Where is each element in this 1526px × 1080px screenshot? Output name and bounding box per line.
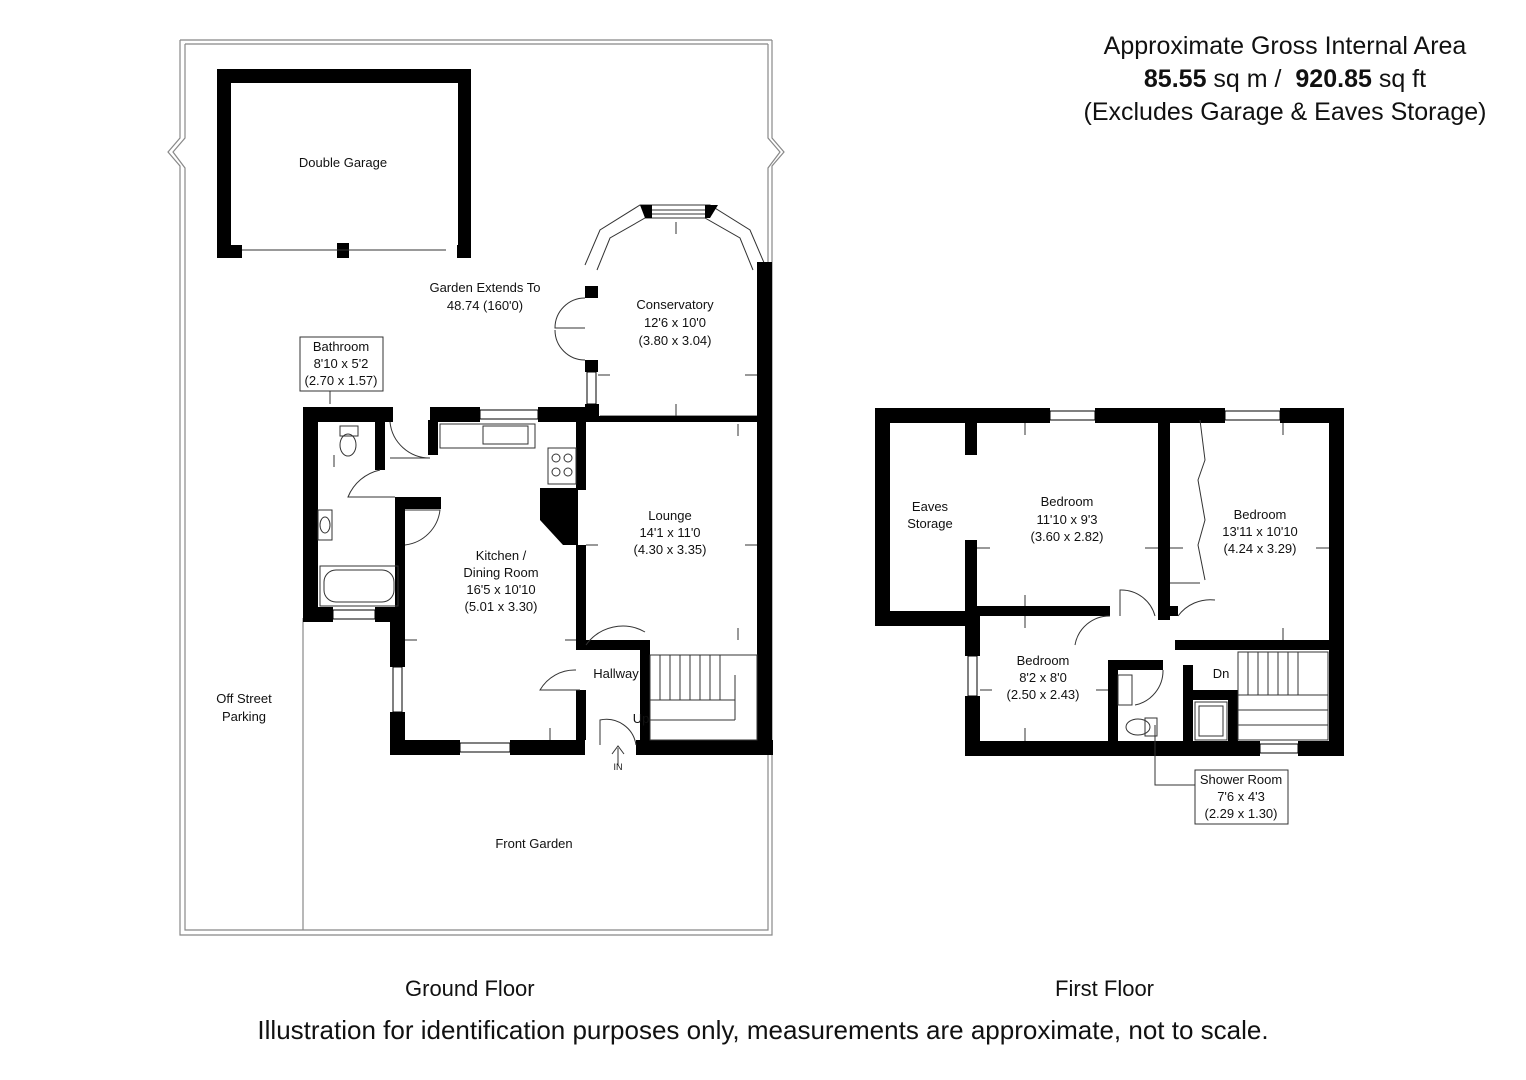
house-walls (303, 262, 773, 755)
label-lounge-imperial: 14'1 x 11'0 (639, 525, 700, 540)
label-conservatory-metric: (3.80 x 3.04) (639, 333, 712, 348)
area-sqft-unit: sq ft (1378, 65, 1427, 93)
label-shower-room-metric: (2.29 x 1.30) (1205, 806, 1278, 821)
area-title: Approximate Gross Internal Area (1103, 32, 1467, 60)
label-shower-room-imperial: 7'6 x 4'3 (1217, 789, 1265, 804)
label-bedroom-3-metric: (2.50 x 2.43) (1007, 687, 1080, 702)
area-sqm-value: 85.55 (1143, 65, 1207, 93)
area-sqft-value: 920.85 (1295, 65, 1372, 93)
room-labels: Double Garage Garden Extends To 48.74 (1… (216, 155, 1297, 851)
ground-floor-title: Ground Floor (405, 976, 535, 1001)
label-bedroom-1-metric: (3.60 x 2.82) (1031, 529, 1104, 544)
label-bedroom-3: Bedroom (1017, 653, 1070, 668)
bathroom-callout-box (299, 336, 384, 392)
label-bathroom: Bathroom (313, 339, 369, 354)
label-lounge: Lounge (648, 508, 691, 523)
label-kitchen-metric: (5.01 x 3.30) (465, 599, 538, 614)
label-off-street: Off Street (216, 691, 272, 706)
area-values: 85.55 sq m / 920.85 sq ft (1050, 63, 1520, 96)
label-bedroom-1-imperial: 11'10 x 9'3 (1036, 512, 1097, 527)
label-kitchen: Kitchen / (476, 548, 527, 563)
label-conservatory: Conservatory (636, 297, 714, 312)
label-shower-room: Shower Room (1200, 772, 1282, 787)
label-bathroom-imperial: 8'10 x 5'2 (314, 356, 369, 371)
label-up: Up (633, 711, 650, 726)
label-dining-room: Dining Room (463, 565, 538, 580)
disclaimer: Illustration for identification purposes… (257, 1015, 1269, 1045)
label-lounge-metric: (4.30 x 3.35) (634, 542, 707, 557)
label-dn: Dn (1213, 666, 1230, 681)
area-sqm-unit: sq m / (1213, 65, 1282, 93)
label-in: IN (614, 762, 623, 772)
label-bedroom-2-imperial: 13'11 x 10'10 (1222, 524, 1298, 539)
first-floor-plan (875, 408, 1344, 786)
label-double-garage: Double Garage (299, 155, 387, 170)
label-hallway: Hallway (593, 666, 639, 681)
label-front-garden: Front Garden (495, 836, 572, 851)
label-storage: Storage (907, 516, 953, 531)
label-kitchen-imperial: 16'5 x 10'10 (466, 582, 535, 597)
label-bedroom-2-metric: (4.24 x 3.29) (1224, 541, 1297, 556)
label-eaves: Eaves (912, 499, 949, 514)
gross-internal-area: Approximate Gross Internal Area 85.55 sq… (1050, 30, 1520, 129)
label-bedroom-2: Bedroom (1234, 507, 1287, 522)
label-bathroom-metric: (2.70 x 1.57) (305, 373, 378, 388)
label-conservatory-imperial: 12'6 x 10'0 (644, 315, 706, 330)
area-excludes: (Excludes Garage & Eaves Storage) (1083, 98, 1487, 126)
label-garden-extends: Garden Extends To (429, 280, 540, 295)
ground-fixtures (317, 222, 758, 765)
label-parking: Parking (222, 709, 266, 724)
shower-room-callout-box (1194, 769, 1289, 825)
label-bedroom-3-imperial: 8'2 x 8'0 (1019, 670, 1067, 685)
double-garage (217, 69, 471, 258)
ground-floor-plan (167, 39, 785, 936)
label-garden-extends-dim: 48.74 (160'0) (447, 298, 523, 313)
conservatory-walls (554, 204, 772, 421)
first-floor-title: First Floor (1055, 976, 1154, 1001)
label-bedroom-1: Bedroom (1041, 494, 1094, 509)
